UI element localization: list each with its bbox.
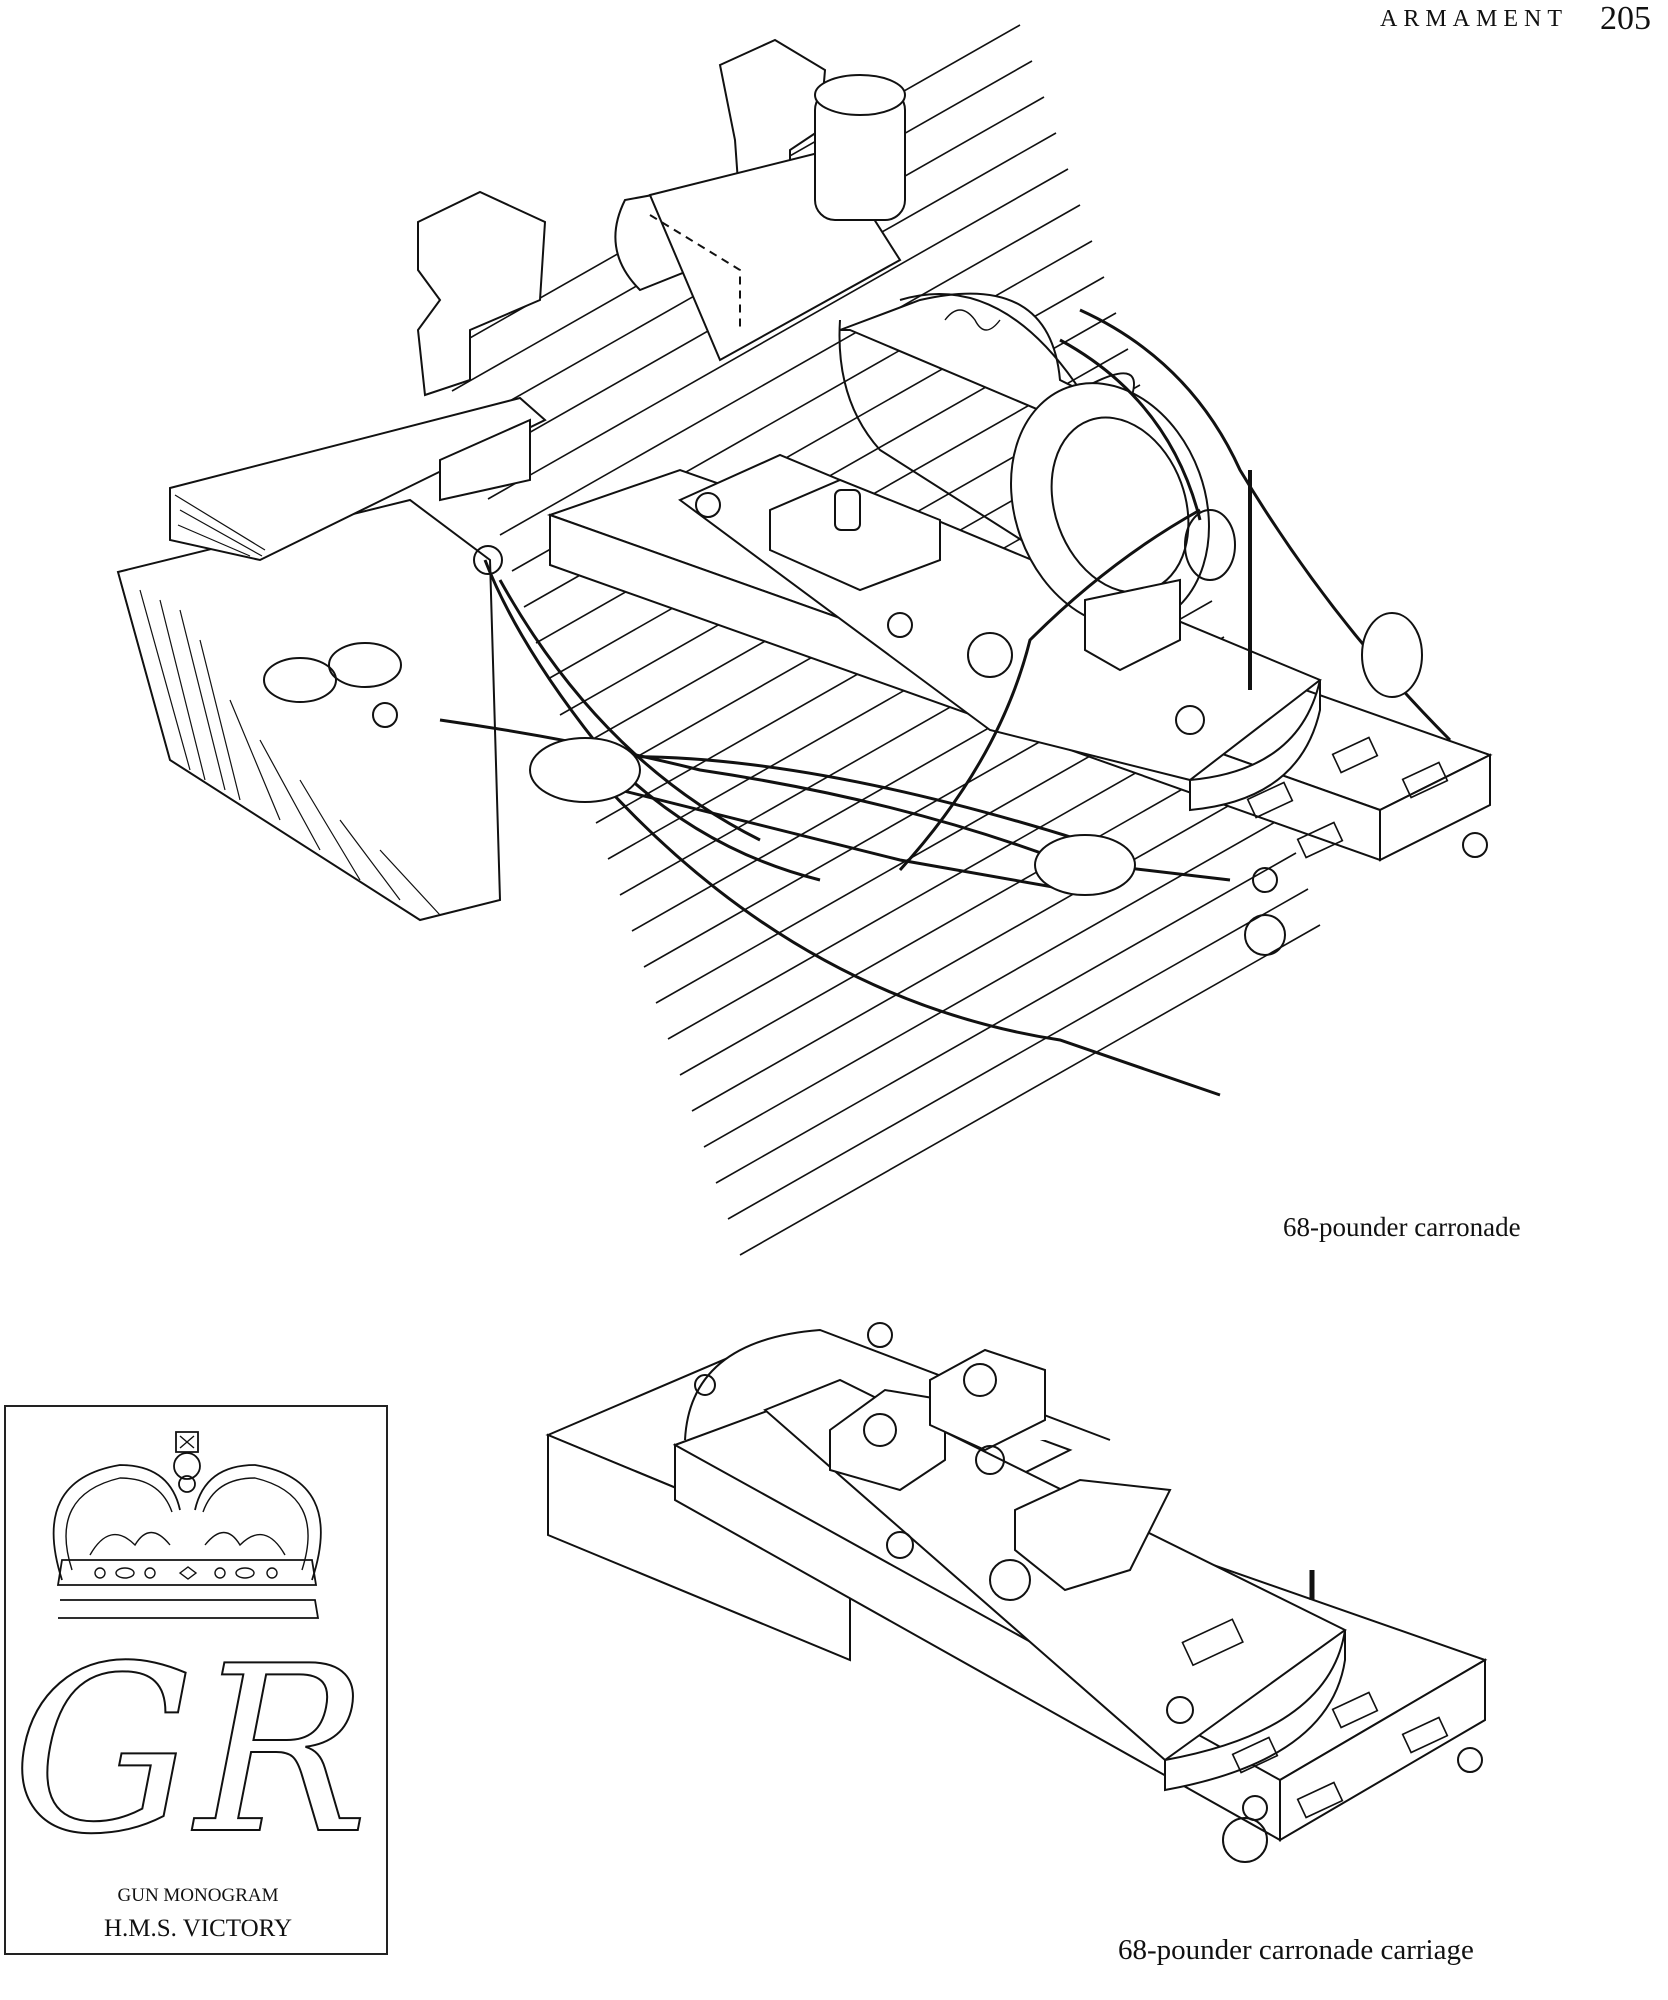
figure-caption-carronade: 68-pounder carronade: [1283, 1212, 1521, 1242]
eyebolt: [696, 493, 720, 517]
deck-plank-line: [704, 817, 1284, 1147]
waterway-hatching: [120, 580, 440, 915]
ring-bolt: [1176, 706, 1204, 734]
deck-ring: [1253, 868, 1277, 892]
ring-bolt: [1167, 1697, 1193, 1723]
eyebolt: [695, 1375, 715, 1395]
bolt-plates: [1248, 737, 1448, 857]
carronade-drawing: [118, 40, 1490, 1095]
carriage-arc: [1190, 680, 1320, 810]
monogram-caption-ship: H.M.S. VICTORY: [103, 1915, 292, 1942]
scupper-hole: [329, 643, 401, 687]
ring-bolt: [990, 1560, 1030, 1600]
eyebolt: [868, 1323, 892, 1347]
deck-plank-line: [488, 169, 1068, 499]
crown-arches: [54, 1465, 321, 1580]
deck-ring: [373, 703, 397, 727]
trunnion-bolt: [835, 490, 860, 530]
deck-plank-line: [740, 925, 1320, 1255]
rail: [170, 398, 545, 560]
trunnion-hole: [964, 1364, 996, 1396]
trunnion-bracket: [830, 1390, 945, 1490]
tackle-block: [530, 738, 640, 802]
crown-leaves: [90, 1533, 285, 1556]
deck-plank-line: [692, 781, 1272, 1111]
crown-band: [58, 1560, 318, 1618]
eyebolt: [888, 613, 912, 637]
deck-plank-line: [728, 889, 1308, 1219]
tackle-block: [1035, 835, 1135, 895]
rail-end-hatch: [175, 495, 265, 556]
deck-plank-line: [500, 205, 1080, 535]
bitt-stand: [440, 420, 530, 500]
wheel: [1245, 915, 1285, 955]
wheel: [1463, 833, 1487, 857]
carriage-bed-end: [1280, 1660, 1485, 1840]
page-number: 205: [1600, 0, 1651, 37]
monogram-engraving: [945, 310, 1000, 330]
elevating-block-top: [815, 75, 905, 115]
breech-dashed: [650, 215, 740, 330]
monogram-frame: GUN MONOGRAM H.M.S. VICTORY: [4, 1405, 388, 1955]
eyebolt: [887, 1532, 913, 1558]
deck-plank-line: [716, 853, 1296, 1183]
barrel-bore: [1185, 510, 1235, 580]
bolt-plates: [1182, 1619, 1447, 1817]
crown-jewels: [95, 1567, 277, 1579]
monogram-caption-title: GUN MONOGRAM: [117, 1885, 279, 1906]
deck-plank-line: [680, 745, 1260, 1075]
tackle-block: [1362, 613, 1422, 697]
trunnion-bracket: [930, 1350, 1045, 1450]
wheel: [1458, 1748, 1482, 1772]
pivot-block: [1085, 580, 1180, 670]
carriage-drawing: [548, 1323, 1485, 1862]
bitt-right: [720, 40, 825, 210]
trunnion-hole: [864, 1414, 896, 1446]
deck-ring: [474, 546, 502, 574]
gun-monogram-drawing: GR: [11, 1432, 369, 1886]
deck-waterway: [118, 500, 500, 920]
pivot-block: [1015, 1480, 1170, 1590]
barrel-outline: [840, 294, 1101, 590]
slide-end: [1380, 755, 1490, 860]
eyebolt: [1243, 1796, 1267, 1820]
crown-cross: [176, 1432, 198, 1452]
bitt-left: [418, 192, 545, 395]
monogram-letters: GR: [12, 1618, 369, 1885]
ring-bolt: [968, 633, 1012, 677]
running-head: ARMAMENT: [1380, 6, 1569, 32]
scupper-hole: [264, 658, 336, 702]
turntable-arc: [1165, 1630, 1345, 1790]
figure-caption-carriage: 68-pounder carronade carriage: [1118, 1934, 1474, 1966]
bolt-head: [976, 1446, 1004, 1474]
wheel: [1223, 1818, 1267, 1862]
crown-orb: [174, 1453, 200, 1479]
trunnion-cap: [770, 480, 940, 590]
